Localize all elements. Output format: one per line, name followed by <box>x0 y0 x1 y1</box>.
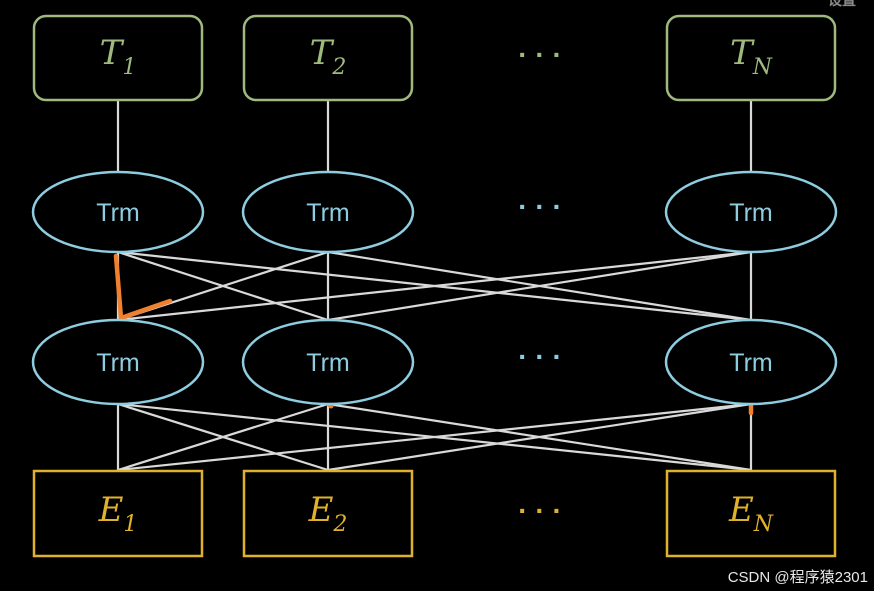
highlight-marks <box>113 253 754 416</box>
input-box-2 <box>242 469 414 558</box>
output-box-n <box>665 14 837 102</box>
trm-ellipsis-mid: · · · <box>518 341 562 372</box>
output-box-1 <box>32 14 204 102</box>
trm-label-mid-1: Trm <box>96 349 140 377</box>
trm-layer-bottom: Trm Trm · · · Trm <box>31 318 838 406</box>
trm-label-top-n: Trm <box>729 199 773 227</box>
trm-node-mid-1 <box>31 318 205 406</box>
input-label-2: E2 <box>308 490 348 537</box>
trm-node-mid-2 <box>241 318 415 406</box>
connectors <box>116 101 753 472</box>
connector-midn-e2 <box>327 402 752 472</box>
watermark: CSDN @程序猿2301 <box>728 569 868 586</box>
connector-mid2-e1 <box>117 402 329 472</box>
output-ellipsis: · · · <box>518 39 562 70</box>
input-box-1 <box>32 469 204 558</box>
highlight-stroke-left <box>113 253 173 322</box>
trm-label-top-1: Trm <box>96 199 140 227</box>
input-box-n <box>665 469 837 558</box>
output-row: T1 T2 · · · TN <box>32 14 837 102</box>
connector-topn-mid1 <box>117 250 752 322</box>
trm-ellipsis-top: · · · <box>518 191 562 222</box>
output-box-2 <box>242 14 414 102</box>
output-label-n: TN <box>730 33 773 80</box>
input-label-n: EN <box>728 490 774 537</box>
connector-topn-mid2 <box>327 250 752 322</box>
trm-node-mid-n <box>664 318 838 406</box>
trm-label-mid-n: Trm <box>729 349 773 377</box>
input-ellipsis: · · · <box>518 495 562 526</box>
input-label-1: E1 <box>98 490 138 537</box>
trm-node-top-1 <box>31 170 205 254</box>
output-label-1: T1 <box>100 33 137 80</box>
output-label-2: T2 <box>310 33 347 80</box>
corner-text: 设置 <box>828 0 856 8</box>
input-row: E1 E2 · · · EN <box>32 469 837 558</box>
trm-node-top-2 <box>241 170 415 254</box>
connector-midn-e1 <box>117 402 752 472</box>
trm-label-top-2: Trm <box>306 199 350 227</box>
trm-label-mid-2: Trm <box>306 349 350 377</box>
trm-layer-top: Trm Trm · · · Trm <box>31 170 838 254</box>
trm-node-top-n <box>664 170 838 254</box>
